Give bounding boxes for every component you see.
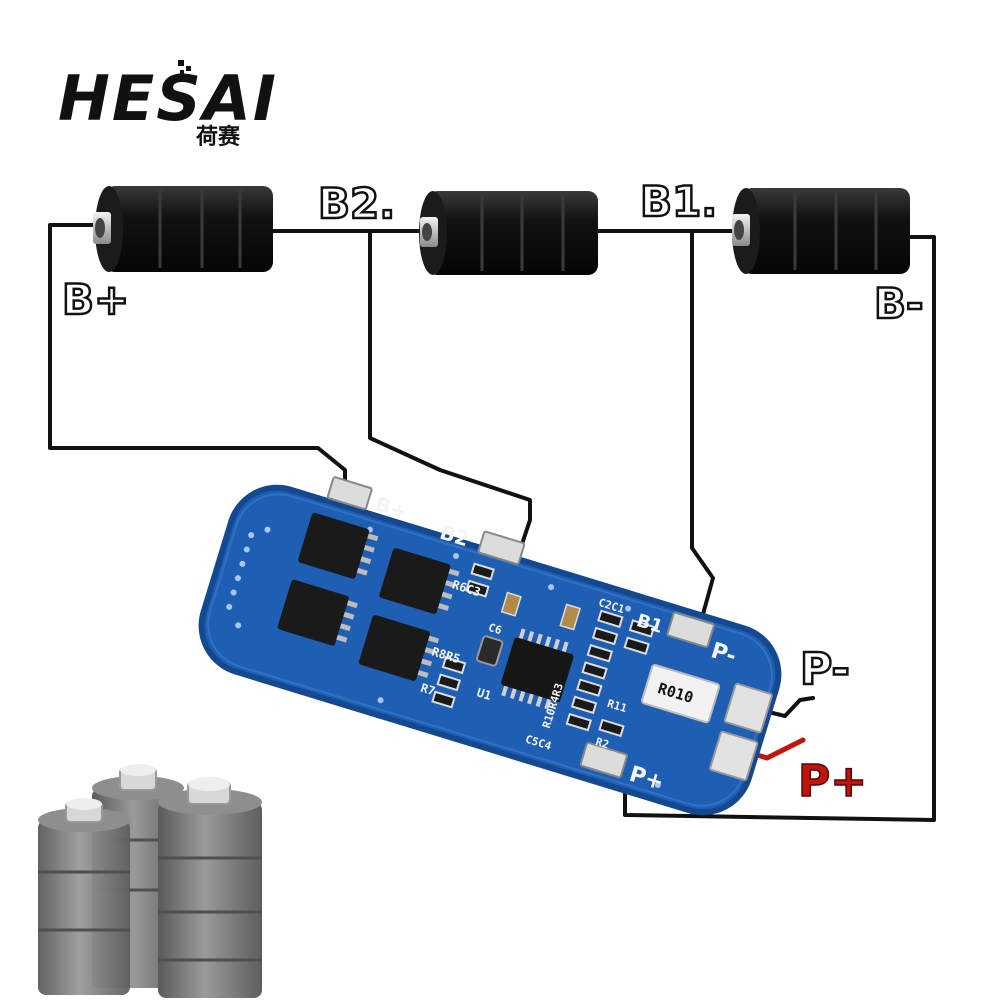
smd-components [431,562,656,738]
chip-icon [277,579,358,646]
pad-b-plus [326,476,373,511]
battery-2 [419,191,598,275]
battery-3 [732,188,910,274]
wire-b-plus [48,223,347,517]
silk-c6: C6 [487,621,504,637]
wire-b2 [368,229,532,567]
silk-r11: R11 [606,697,629,715]
bms-pcb-board: R010 B+ B2 B1 P- P+ R6C3 R8R5 R7 [198,476,782,816]
pad-p-plus [579,741,628,779]
label-b1: B1. [640,177,717,226]
logo-pixel-accent [180,70,184,74]
solder-pads [326,476,773,782]
battery-icon [93,186,273,272]
battery-icon [419,191,598,275]
sense-resistor: R010 [641,664,721,724]
silk-u1: U1 [475,685,493,703]
battery-1 [93,186,273,272]
label-p-minus: P- [800,644,850,695]
pad-b1 [666,611,715,648]
pcb-vias [226,526,661,788]
silk-r2: R2 [594,735,610,751]
chip-icon [379,548,460,614]
label-p-plus: P+ [798,756,867,807]
battery-stack-icon [38,764,262,998]
capacitor-c6 [476,635,504,667]
label-b2: B2. [318,179,395,228]
battery-icon [38,798,130,995]
battery-icon [158,777,262,998]
brand-subtitle: 荷赛 [196,124,241,150]
brand-name: HESAI [58,62,278,135]
logo-pixel-accent [178,60,184,66]
protection-ic-u1 [501,628,574,710]
battery-icon [732,188,910,274]
label-b-minus: B- [874,279,923,328]
brand-logo: HESAI 荷赛 [58,60,278,150]
chip-icon [501,628,574,710]
pad-b2 [477,530,526,566]
chip-icon [298,512,379,579]
pad-p-plus-terminal [709,730,759,782]
pad-p-minus-terminal [723,682,773,734]
wire-b1 [690,229,715,627]
logo-pixel-accent [186,66,191,71]
label-b-plus: B+ [62,275,129,324]
chip-icon [358,615,440,681]
mosfet-chips [277,512,460,681]
diagram-labels: B+ B2. B1. B- P- P+ [61,176,925,808]
silk-r7: R7 [419,681,437,699]
